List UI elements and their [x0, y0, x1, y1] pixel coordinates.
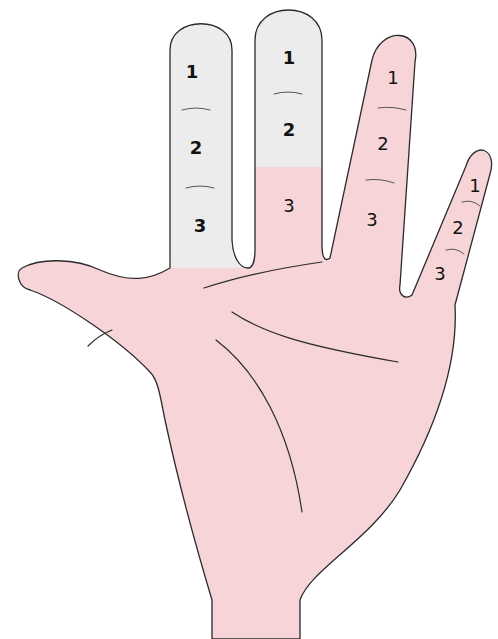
middle-finger-grey — [252, 0, 326, 167]
index-finger-grey — [165, 0, 252, 268]
finger-joints — [182, 92, 480, 254]
callout-number: 2 — [283, 121, 296, 139]
palm-creases — [88, 262, 398, 512]
callout-number: 3 — [366, 211, 377, 229]
callout-number: 1 — [283, 49, 296, 67]
callout-number: 1 — [469, 177, 480, 195]
callout-number: 2 — [377, 135, 388, 153]
callout-number: 1 — [186, 63, 199, 81]
callout-number: 3 — [283, 197, 294, 215]
hand-fill — [18, 10, 491, 639]
callout-number: 2 — [452, 219, 463, 237]
callout-number: 2 — [190, 139, 203, 157]
hand-outline — [18, 10, 491, 639]
callout-number: 1 — [387, 69, 398, 87]
callout-number: 3 — [194, 217, 207, 235]
callout-number: 3 — [434, 265, 445, 283]
